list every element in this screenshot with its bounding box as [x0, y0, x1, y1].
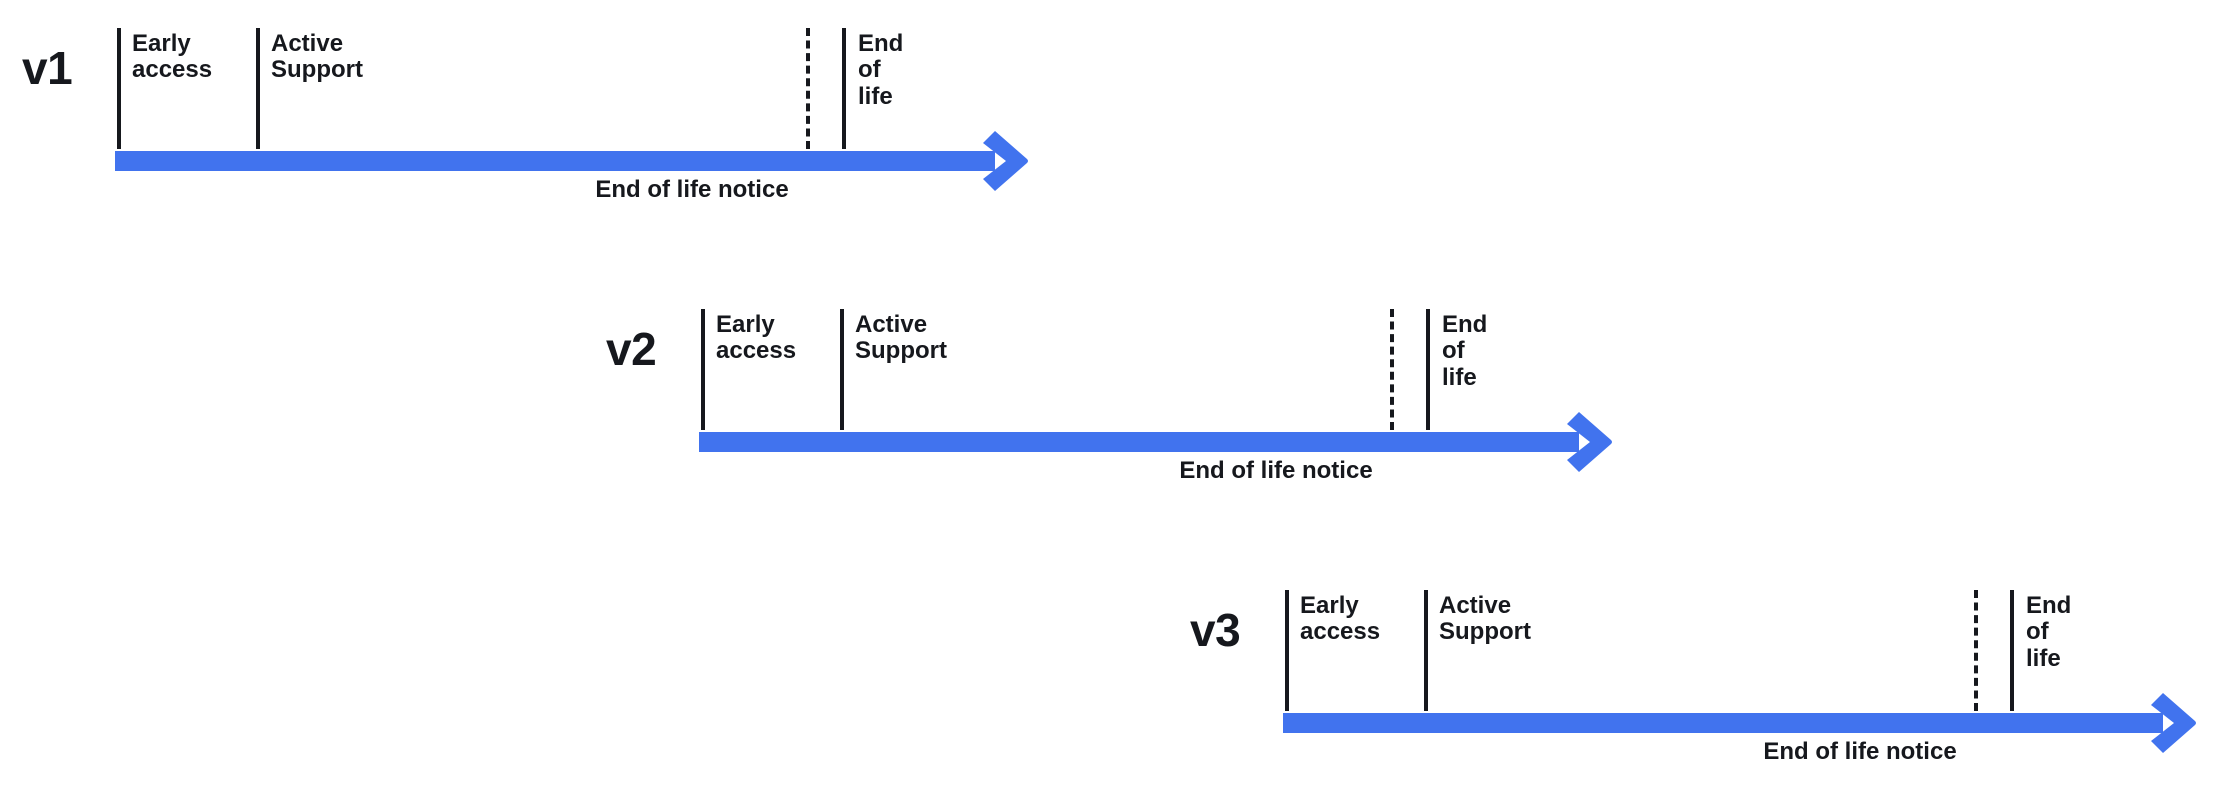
end-of-life-notice-label-v3: End of life notice: [1763, 738, 1957, 765]
phase-divider-active-support-v1: [256, 28, 260, 149]
phase-label-early-access-v1: Early access: [132, 30, 213, 84]
end-of-life-notice-marker-v1: [806, 28, 810, 149]
phase-label-active-support-v1: Active Support: [271, 30, 363, 84]
phase-divider-active-support-v3: [1424, 590, 1428, 711]
timeline-arrow-head-v1: [983, 131, 1028, 191]
phase-divider-active-support-v2: [840, 309, 844, 430]
version-label-v1: v1: [22, 42, 73, 94]
phase-label-end-of-life-v1: End of life: [858, 30, 904, 110]
end-of-life-notice-marker-v3: [1974, 590, 1978, 711]
phase-divider-end-of-life-v2: [1426, 309, 1430, 430]
end-of-life-notice-label-v1: End of life notice: [595, 176, 789, 203]
timeline-bar-v2: [699, 432, 1579, 452]
version-label-v2: v2: [606, 323, 657, 375]
phase-label-early-access-v2: Early access: [716, 311, 797, 365]
timeline-arrow-head-v3: [2151, 693, 2196, 753]
phase-divider-end-of-life-v1: [842, 28, 846, 149]
phase-divider-start-v2: [701, 309, 705, 430]
phase-label-end-of-life-v2: End of life: [1442, 311, 1488, 391]
timeline-arrow-head-v2: [1567, 412, 1612, 472]
end-of-life-notice-marker-v2: [1390, 309, 1394, 430]
phase-divider-start-v1: [117, 28, 121, 149]
phase-label-end-of-life-v3: End of life: [2026, 592, 2072, 672]
phase-label-active-support-v2: Active Support: [855, 311, 947, 365]
phase-divider-end-of-life-v3: [2010, 590, 2014, 711]
phase-label-early-access-v3: Early access: [1300, 592, 1381, 646]
end-of-life-notice-label-v2: End of life notice: [1179, 457, 1373, 484]
version-label-v3: v3: [1190, 604, 1241, 656]
phase-label-active-support-v3: Active Support: [1439, 592, 1531, 646]
timeline-bar-v1: [115, 151, 995, 171]
phase-divider-start-v3: [1285, 590, 1289, 711]
timeline-bar-v3: [1283, 713, 2163, 733]
